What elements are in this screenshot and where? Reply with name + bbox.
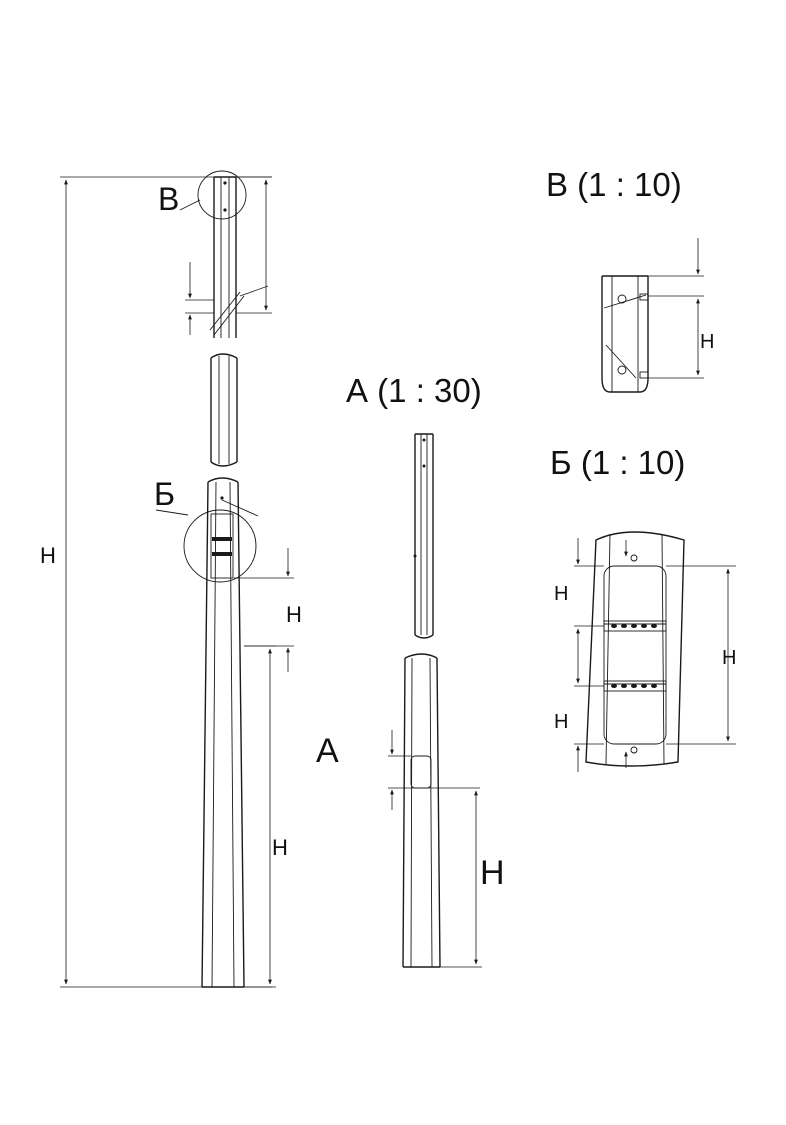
detail-bb-leader	[155, 509, 189, 516]
view-a-bottom-segment	[402, 653, 441, 968]
view-a-pointer-label: А	[316, 732, 339, 770]
detail-bb-right-height-label: H	[722, 647, 736, 669]
pole-middle-segment	[210, 353, 238, 467]
detail-b-label: В	[158, 181, 179, 217]
detail-b-leader	[179, 199, 201, 211]
overall-height-label: H	[40, 543, 56, 568]
view-a-height-label: H	[480, 854, 505, 892]
pole-bottom-segment	[201, 477, 259, 988]
pole-top-segment	[209, 176, 245, 338]
hatch-position-height-label: H	[272, 835, 288, 860]
detail-b-dimensions	[648, 238, 704, 379]
detail-bb-dimensions	[574, 538, 736, 772]
detail-bb-top-height-label: H	[554, 583, 568, 605]
view-a-dimensions	[388, 730, 482, 968]
detail-bb-circle	[183, 509, 257, 583]
bottom-hatch-height-label: H	[286, 602, 302, 627]
view-a-top-segment	[413, 433, 434, 639]
detail-b-height-label: H	[700, 331, 714, 353]
detail-b-circle	[197, 170, 247, 220]
detail-bb-view	[585, 531, 685, 767]
top-segment-dimensions	[185, 176, 272, 335]
detail-b-view	[601, 275, 649, 393]
detail-bb-label: Б	[154, 476, 175, 512]
detail-b-title: В (1 : 10)	[546, 166, 682, 203]
overall-height-dimension	[60, 176, 272, 988]
view-a-title: А (1 : 30)	[346, 372, 482, 409]
detail-bb-bottom-height-label: H	[554, 711, 568, 733]
bottom-segment-dimensions	[234, 548, 294, 988]
detail-bb-title: Б (1 : 10)	[550, 444, 685, 481]
